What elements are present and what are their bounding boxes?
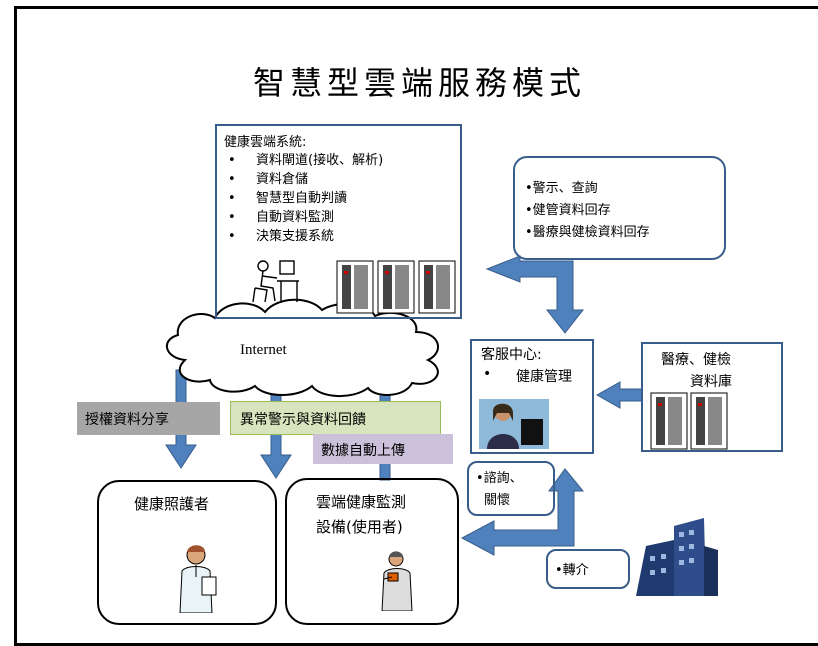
consult-care-box — [467, 461, 555, 516]
consult-line1: •諮詢、 — [476, 471, 523, 486]
service-center-heading: 客服中心: — [481, 347, 542, 363]
list-item: 決策支援系統 — [224, 227, 383, 246]
service-center-item: 健康管理 — [516, 369, 572, 385]
list-item: 智慧型自動判讀 — [224, 189, 383, 208]
consult-line2: 關懷 — [484, 493, 511, 508]
arrow-db-to-center — [595, 381, 643, 409]
businesswoman-icon — [479, 399, 549, 449]
referral-text: •轉介 — [555, 563, 589, 578]
elbow-arrow-bottom — [460, 468, 585, 556]
alert-item: •健管資料回存 — [525, 203, 611, 218]
list-item: 自動資料監測 — [224, 208, 383, 227]
slide: 智慧型雲端服務模式 健康雲端系統: 資料閘道(接收、解析) 資料倉儲 智慧型自動… — [0, 0, 818, 621]
auth-share-text: 授權資料分享 — [85, 412, 169, 428]
page-title: 智慧型雲端服務模式 — [253, 64, 587, 102]
alert-query-box — [513, 156, 726, 260]
server-rack-icon — [336, 260, 456, 314]
auth-share-label — [77, 402, 220, 435]
internet-label: Internet — [240, 342, 287, 358]
medical-db-line2: 資料庫 — [690, 374, 732, 390]
person-at-computer-icon — [252, 260, 299, 303]
arrows — [165, 255, 643, 556]
user-with-device-icon — [381, 551, 413, 611]
list-item: 資料閘道(接收、解析) — [224, 151, 383, 170]
service-center-box — [470, 339, 594, 454]
cloud-system-box — [215, 124, 462, 319]
alert-item: •警示、查詢 — [525, 181, 598, 196]
device-line1: 雲端健康監測 — [316, 493, 407, 511]
alert-feedback-text: 異常警示與資料回饋 — [240, 412, 366, 428]
auto-upload-label — [313, 434, 453, 464]
list-item: 資料倉儲 — [224, 170, 383, 189]
device-line2: 設備(使用者) — [316, 518, 403, 536]
hospital-building-icon — [636, 518, 718, 596]
caregiver-title: 健康照護者 — [134, 495, 210, 513]
cloud-system-list: 資料閘道(接收、解析) 資料倉儲 智慧型自動判讀 自動資料監測 決策支援系統 — [224, 151, 383, 246]
cloud-system-heading: 健康雲端系統: — [224, 135, 307, 150]
medical-db-line1: 醫療、健檢 — [661, 352, 731, 368]
alert-item: •醫療與健檢資料回存 — [525, 225, 650, 240]
alert-feedback-label — [230, 401, 441, 435]
elbow-arrow-top — [485, 255, 585, 334]
referral-box — [546, 549, 630, 589]
service-center-bullet: • — [483, 366, 492, 382]
auto-upload-text: 數據自動上傳 — [321, 443, 405, 459]
doctor-icon — [179, 545, 217, 613]
internet-cloud — [166, 298, 439, 398]
medical-db-box — [641, 342, 783, 452]
server-rack-icon — [650, 392, 728, 450]
